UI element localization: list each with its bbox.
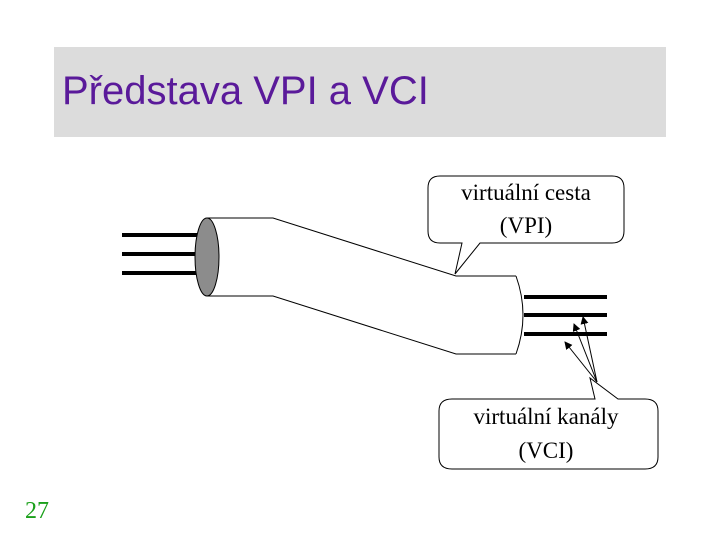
vpi-callout-line2: (VPI) — [500, 213, 552, 238]
vci-arrow — [580, 316, 598, 383]
slide-title: Představa VPI a VCI — [62, 69, 429, 113]
vci-arrows — [564, 316, 598, 383]
tube-right-end — [515, 275, 524, 355]
right-channel-lines — [524, 295, 607, 336]
vpi-callout-line1: virtuální cesta — [461, 180, 591, 205]
vci-callout-line2: (VCI) — [519, 438, 574, 463]
page-number: 27 — [25, 498, 49, 524]
tube-left-end — [194, 217, 220, 297]
tube-top-edge — [207, 217, 516, 277]
vpi-callout: virtuální cesta (VPI) — [427, 175, 625, 275]
vci-callout: virtuální kanály (VCI) — [438, 376, 659, 470]
vci-callout-line1: virtuální kanály — [474, 404, 619, 429]
virtual-path-tube — [194, 217, 524, 355]
left-channel-lines — [122, 233, 206, 275]
vci-arrow — [572, 323, 598, 383]
vci-callout-bubble — [438, 376, 659, 470]
tube-bottom-edge — [207, 295, 516, 355]
vpi-callout-bubble — [427, 175, 625, 275]
title-banner: Představa VPI a VCI — [54, 47, 666, 137]
vci-arrow — [564, 341, 598, 383]
